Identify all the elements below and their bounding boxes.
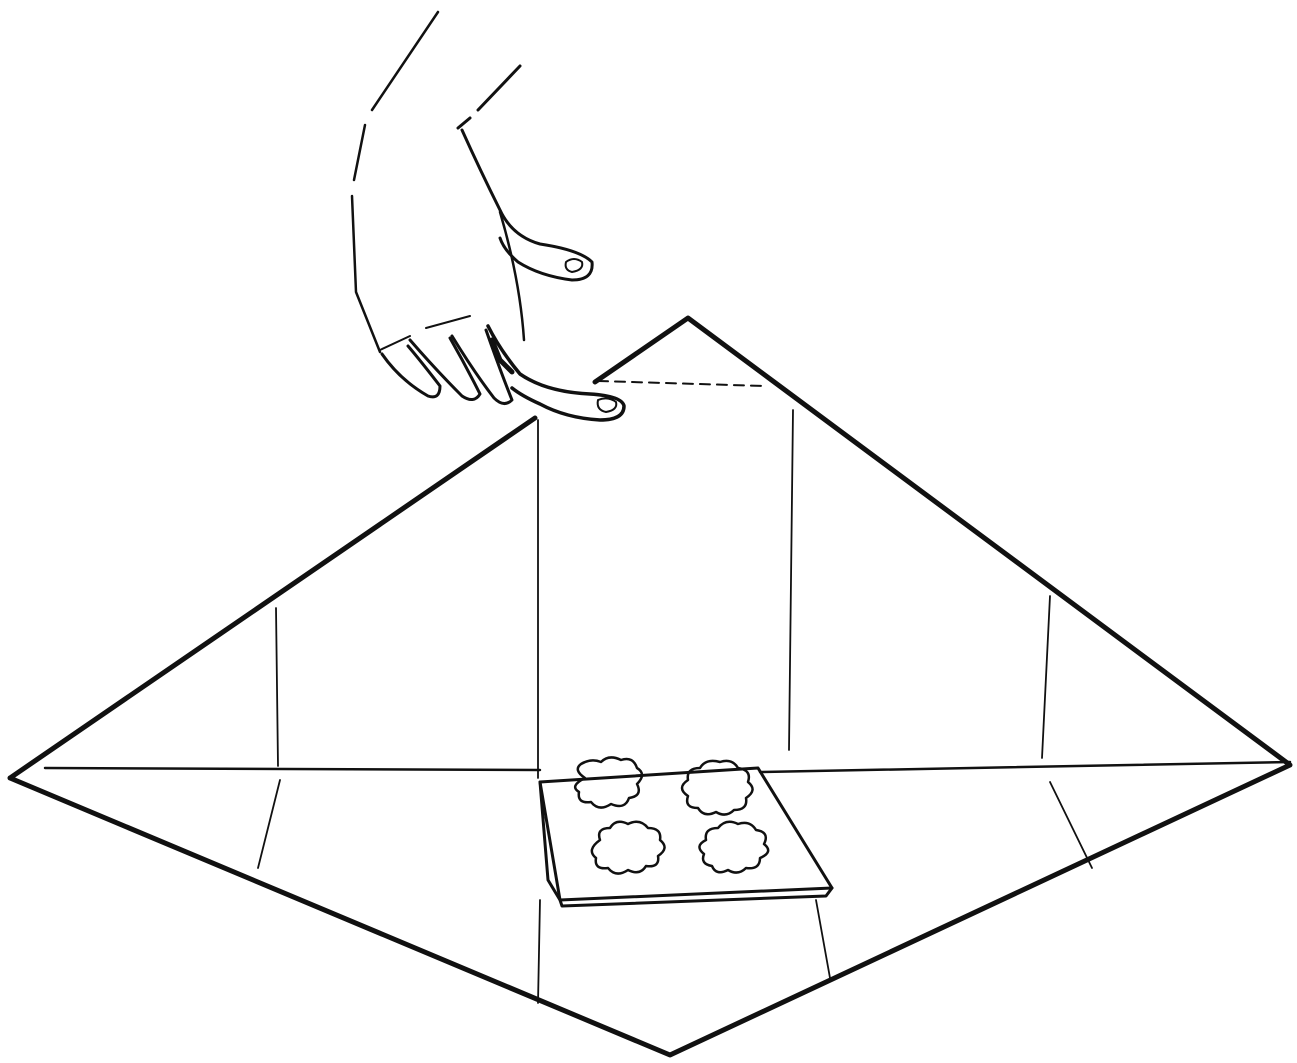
paper-sheet [10,318,1290,1055]
center-crease [538,420,540,1003]
finger-1 [382,346,440,397]
tray-top [540,768,832,900]
tray-icon [540,757,832,906]
finger-3 [452,330,512,404]
dashed-fold-line [598,381,765,386]
wrist-line [354,12,438,180]
right-crease [1042,596,1092,868]
hand-outer-edge [352,196,380,352]
index-fingernail [598,398,617,412]
palm-edge [500,212,524,340]
inner-right-crease [789,410,793,750]
flower-icon [592,822,665,874]
hand-icon [352,12,624,420]
left-crease [258,608,280,868]
thumb [462,130,592,280]
sheet-outline [10,318,1290,1055]
flower-icon [575,757,642,807]
lower-center-crease [816,900,830,978]
horizontal-crease [45,762,1290,772]
flower-icon [699,822,768,873]
thumbnail [566,259,583,272]
flower-icon [682,761,753,815]
wrist-line-inner [458,66,520,128]
index-finger [488,326,624,420]
